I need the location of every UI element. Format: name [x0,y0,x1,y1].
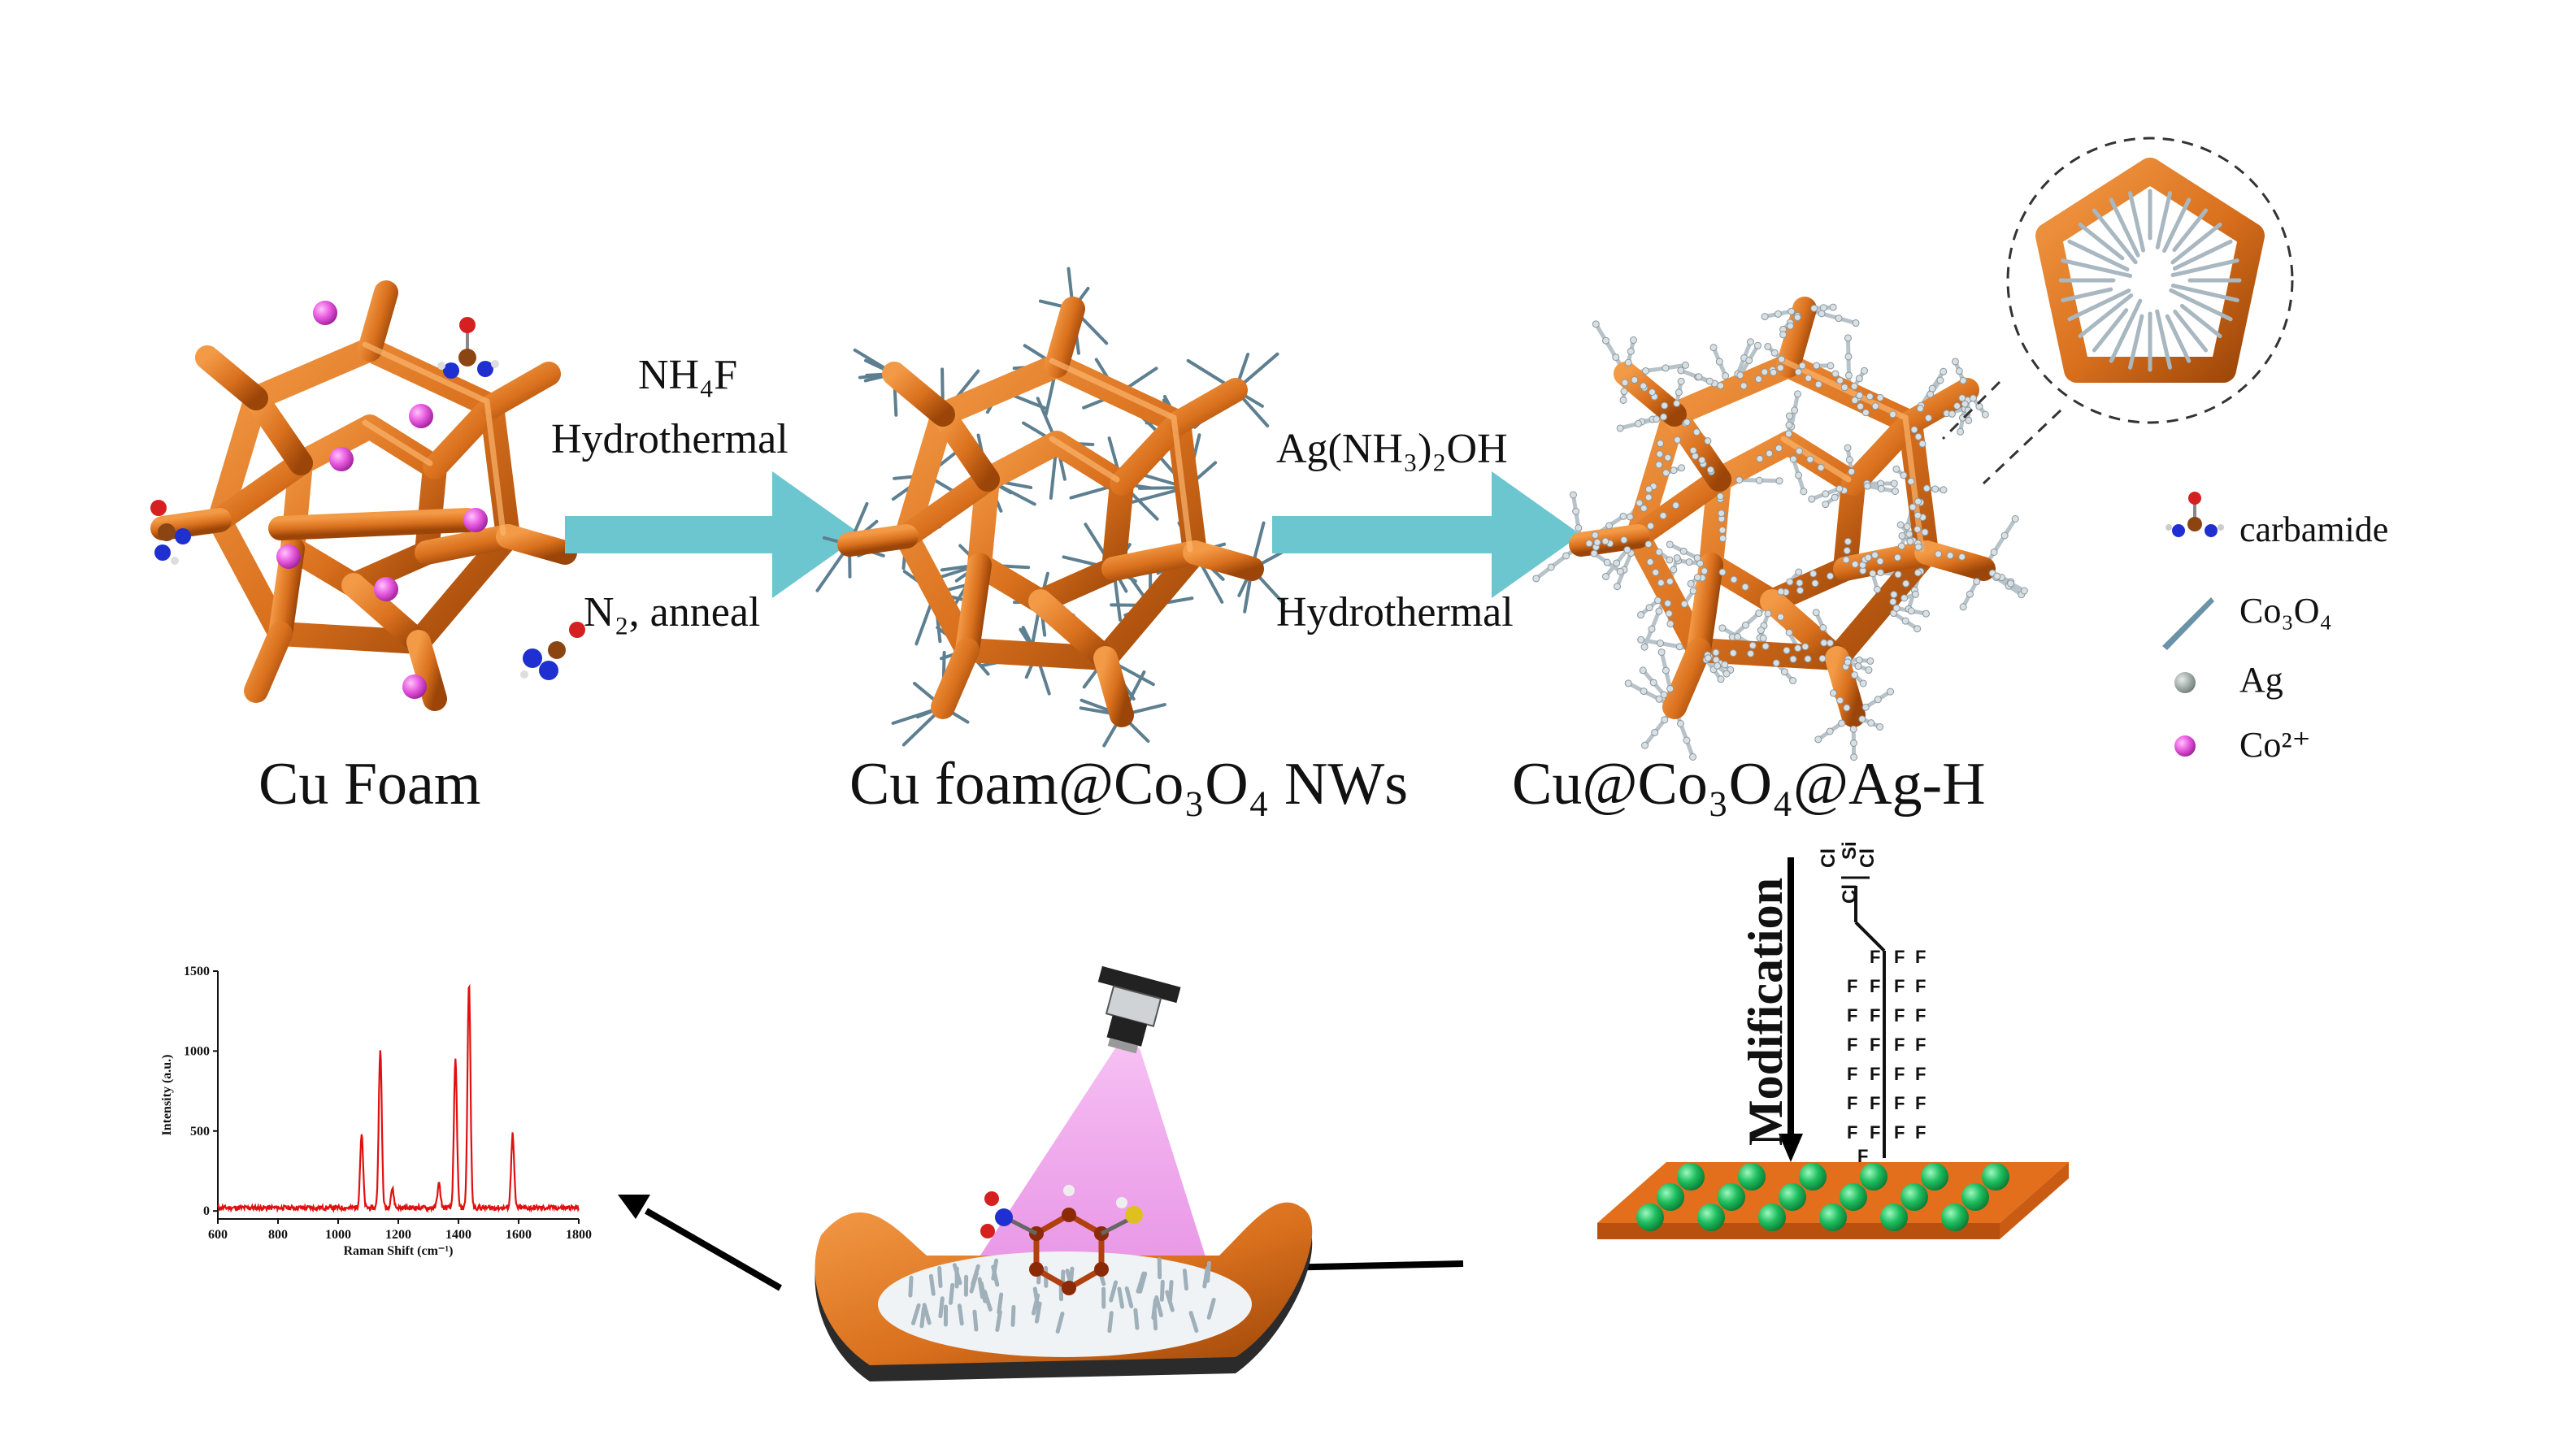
x-tick-label: 600 [208,1228,228,1242]
svg-text:F: F [1870,1093,1880,1113]
cu-foam-co3o4-cage [815,267,1293,748]
arrow1-method: Hydrothermal [551,416,788,462]
x-tick-label: 1600 [506,1228,532,1242]
svg-text:F: F [1847,976,1857,996]
cu-co3o4-ag-cage [1532,304,2028,761]
y-axis-title: Intensity (a.u.) [160,1054,174,1135]
svg-text:F: F [1894,1034,1905,1055]
svg-text:F: F [1894,947,1905,967]
legend-carbamide-icon [2165,492,2224,537]
svg-text:F: F [1870,947,1880,967]
cu-foam-cage [163,293,565,699]
process-arrow-1 [565,471,862,598]
magnified-inset [1941,137,2294,485]
svg-text:F: F [1915,1093,1926,1113]
svg-text:F: F [1915,1034,1926,1055]
svg-text:F: F [1870,1122,1880,1143]
svg-text:F: F [1894,1005,1905,1026]
svg-text:F: F [1915,1005,1926,1026]
arrow1-reagent: NH₄F [638,352,738,398]
spectrum-line [217,983,580,1214]
stage-label-cu-co3o4-ag: Cu@Co₃O₄@Ag-H [1512,751,1986,818]
svg-text:Cl: Cl [1818,848,1840,868]
svg-text:F: F [1894,1064,1905,1084]
svg-text:Si: Si [1839,841,1861,860]
x-tick-label: 800 [268,1228,288,1242]
svg-text:F: F [1894,1122,1905,1143]
modification-label: Modification [1739,878,1792,1146]
svg-text:F: F [1915,1122,1926,1143]
ag-substrate-plate [1597,1162,2069,1239]
arrow1-condition: N₂, anneal [584,589,761,635]
legend-label-ag: Ag [2239,660,2283,700]
x-tick-label: 1000 [325,1228,351,1242]
svg-text:F: F [1915,947,1926,967]
arrow-to-spectrum [618,1195,782,1291]
svg-text:F: F [1847,1064,1857,1084]
legend-cobalt-ion-icon [2174,735,2196,757]
raman-spectrum-chart: 600 800 1000 1200 1400 1600 1800 0 500 1000 1500Ra… [160,965,592,1258]
svg-text:F: F [1915,976,1926,996]
legend-label-carbamide: carbamide [2239,510,2389,549]
svg-text:F: F [1894,976,1905,996]
svg-text:F: F [1870,1034,1880,1055]
sers-detection-scene [815,965,1313,1381]
x-tick-label: 1800 [566,1228,592,1242]
svg-text:F: F [1870,976,1880,996]
y-tick-label: 500 [190,1125,210,1139]
svg-text:F: F [1847,1005,1857,1026]
stage-label-cu-foam: Cu Foam [258,751,481,818]
svg-text:F: F [1915,1064,1926,1084]
svg-text:Cl: Cl [1839,884,1861,904]
svg-text:F: F [1847,1093,1857,1113]
svg-text:F: F [1857,1146,1868,1166]
process-arrow-2 [1272,471,1581,598]
svg-text:F: F [1870,1005,1880,1026]
legend-silver-particle-icon [2174,672,2196,693]
stage-label-cu-foam-co3o4: Cu foam@Co₃O₄ NWs [849,751,1409,818]
svg-text:Cl: Cl [1857,848,1879,868]
carbamide-molecules [150,317,585,680]
cobalt-ions [276,301,488,699]
svg-text:F: F [1894,1093,1905,1113]
y-tick-label: 1500 [184,965,210,978]
arrow2-method: Hydrothermal [1276,589,1514,635]
y-tick-label: 1000 [184,1044,210,1058]
y-tick-label: 0 [203,1204,210,1218]
modification-arrow [1779,857,1803,1162]
legend-nanowire-icon [2162,597,2214,650]
svg-text:F: F [1847,1034,1857,1055]
x-tick-label: 1400 [445,1228,471,1242]
legend-label-co2: Co²⁺ [2239,725,2311,765]
x-axis-title: Raman Shift (cm⁻¹) [343,1244,453,1258]
x-tick-label: 1200 [385,1228,411,1242]
microscope-objective-icon [1097,965,1181,1054]
legend-label-co3o4: Co₃O₄ [2239,591,2332,631]
arrow2-reagent: Ag(NH₃)₂OH [1276,426,1508,472]
svg-text:F: F [1847,1122,1857,1143]
svg-text:F: F [1870,1064,1880,1084]
